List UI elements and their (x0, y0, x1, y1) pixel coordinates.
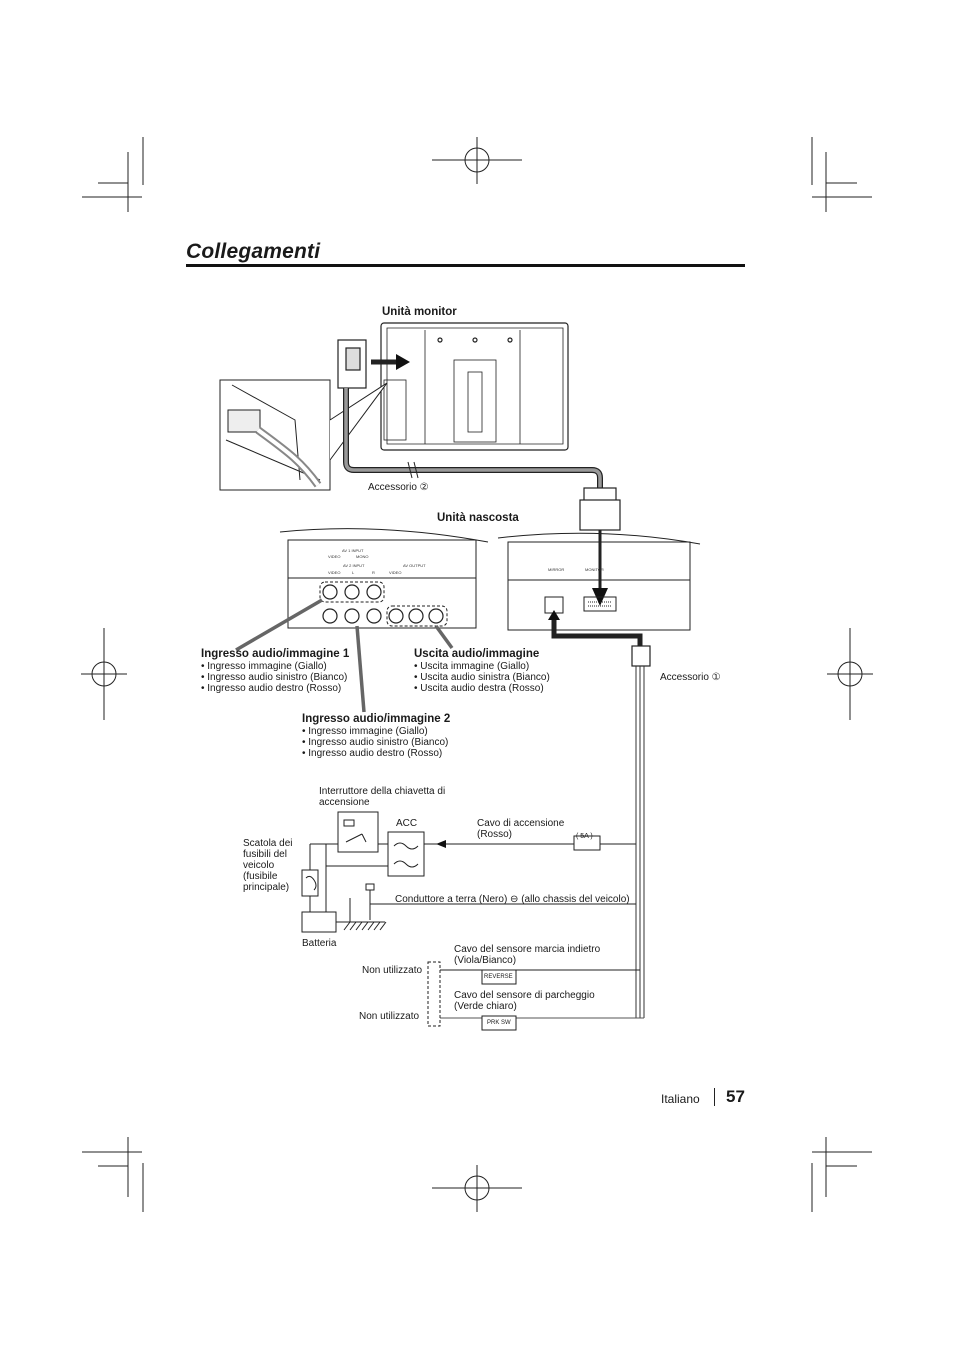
accessory1-label: Accessorio ① (660, 672, 721, 683)
input1-item: • Ingresso audio sinistro (Bianco) (201, 672, 348, 683)
output-item: • Uscita audio sinistra (Bianco) (414, 672, 550, 683)
monitor-plug (337, 339, 410, 389)
reverse-cable-label: Cavo del sensore marcia indietro (Viola/… (454, 944, 601, 966)
monitor-cable (343, 388, 603, 490)
battery-label: Batteria (302, 938, 337, 949)
panel-video-1: VIDEO (328, 554, 341, 559)
input1-item: • Ingresso immagine (Giallo) (201, 661, 327, 672)
fuse-label: ( 5A ) (576, 833, 593, 840)
panel-video-2: VIDEO (328, 570, 341, 575)
output-heading: Uscita audio/immagine (414, 648, 540, 660)
input2-heading: Ingresso audio/immagine 2 (302, 713, 451, 725)
input2-item: • Ingresso immagine (Giallo) (302, 726, 428, 737)
sensor-wires (427, 961, 644, 1031)
cable-connector (579, 487, 621, 606)
input2-item: • Ingresso audio destro (Rosso) (302, 748, 443, 759)
ignition-cable-label: Cavo di accensione (Rosso) (477, 818, 565, 840)
ignition-circuit (301, 811, 636, 933)
panel-mono: MONO (356, 554, 369, 559)
hidden-unit-label: Unità nascosta (437, 512, 519, 524)
acc-label: ACC (396, 818, 418, 829)
hidden-unit-front (279, 528, 489, 629)
inset-detail (219, 379, 388, 491)
input2-block: Ingresso audio/immagine 2 • Ingresso imm… (302, 713, 450, 759)
output-item: • Uscita audio destra (Rosso) (414, 683, 544, 694)
not-used-label-2: Non utilizzato (359, 1011, 420, 1022)
hidden-unit-rear (497, 532, 701, 631)
panel-l: L (352, 570, 355, 575)
panel-av1-input: AV 1 INPUT (342, 548, 364, 553)
title-rule (186, 264, 745, 267)
input1-item: • Ingresso audio destro (Rosso) (201, 683, 342, 694)
panel-mirror: MIRROR (548, 567, 565, 572)
parking-tag: PRK SW (487, 1020, 511, 1026)
accessory1-harness (548, 610, 651, 1018)
crop-marks (81, 137, 873, 1212)
monitor-unit-label: Unità monitor (382, 306, 457, 318)
reverse-tag: REVERSE (484, 974, 513, 980)
footer-divider (714, 1088, 715, 1106)
input1-block: Ingresso audio/immagine 1 • Ingresso imm… (201, 648, 349, 694)
output-block: Uscita audio/immagine • Uscita immagine … (414, 648, 550, 694)
not-used-label-1: Non utilizzato (362, 965, 423, 976)
panel-av-output: AV OUTPUT (403, 563, 426, 568)
input1-heading: Ingresso audio/immagine 1 (201, 648, 350, 660)
input2-item: • Ingresso audio sinistro (Bianco) (302, 737, 449, 748)
parking-cable-label: Cavo del sensore di parcheggio (Verde ch… (454, 990, 595, 1012)
accessory2-label: Accessorio ② (368, 482, 429, 493)
panel-monitor: MONITOR (585, 567, 604, 572)
connector-pointers (235, 598, 454, 713)
ground-label: Conduttore a terra (Nero) ⊖ (allo chassi… (395, 894, 630, 905)
panel-video-3: VIDEO (389, 570, 402, 575)
output-item: • Uscita immagine (Giallo) (414, 661, 530, 672)
fuse-box-label: Scatola dei fusibili del veicolo (fusibi… (243, 838, 293, 893)
page-number: 57 (726, 1087, 745, 1106)
page-title: Collegamenti (186, 240, 321, 263)
ignition-switch-label: Interruttore della chiavetta di accensio… (319, 786, 446, 808)
panel-av2-input: AV 2 INPUT (343, 563, 365, 568)
language-label: Italiano (661, 1092, 700, 1106)
panel-r: R (372, 570, 375, 575)
monitor-unit (380, 322, 569, 451)
